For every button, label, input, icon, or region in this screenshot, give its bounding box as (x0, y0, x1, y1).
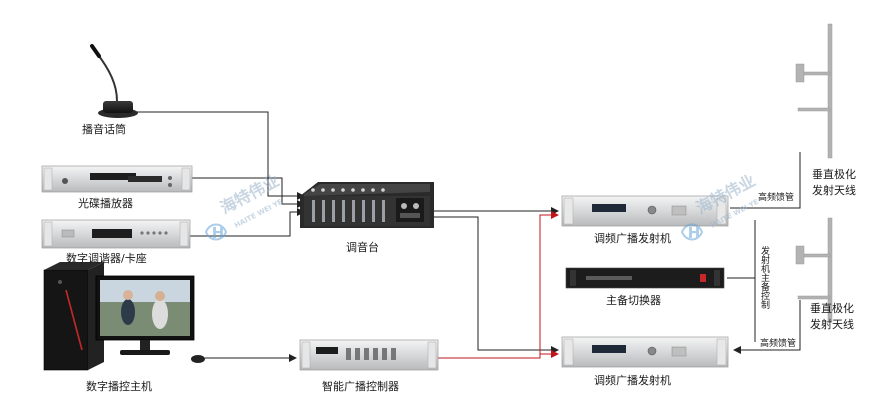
fm-transmitter-top-device (561, 195, 729, 227)
antenna-bottom-line2: 发射天线 (810, 318, 854, 331)
pc-monitor-device (95, 275, 195, 355)
switcher-device (565, 267, 725, 289)
feeder-bottom-label: 高频馈管 (760, 339, 797, 349)
antenna-bottom-device (795, 217, 833, 323)
watermark-logo-left: H 海特伟业 HAITE WEI YE (204, 171, 284, 242)
antenna-bottom-line1: 垂直极化 (810, 302, 854, 315)
antenna-top-line2: 发射天线 (812, 184, 856, 197)
mixer-device (300, 182, 434, 228)
svg-text:H: H (212, 224, 225, 242)
feeder-top-label: 高频馈管 (758, 193, 795, 203)
antenna-top-device (795, 23, 833, 159)
microphone-device (90, 44, 138, 118)
signal-wires (130, 111, 801, 362)
tuner-label: 数字调谐器/卡座 (66, 252, 147, 265)
switcher-label: 主备切换器 (606, 294, 661, 307)
fm-transmitter-top-label: 调频广播发射机 (594, 232, 671, 245)
microphone-label: 播音话筒 (82, 123, 126, 136)
svg-text:H: H (688, 224, 701, 242)
pc-tower-device (43, 262, 104, 371)
switch-control-label: 发射机主备控制 (759, 246, 769, 309)
antenna-bottom-caption: 垂直极化 发射天线 (810, 300, 854, 332)
cd-player-device (41, 165, 193, 193)
tuner-device (41, 219, 191, 249)
controller-label: 智能广播控制器 (322, 380, 399, 393)
pc-label: 数字播控主机 (86, 380, 152, 393)
antenna-top-caption: 垂直极化 发射天线 (812, 166, 856, 198)
fm-transmitter-bottom-label: 调频广播发射机 (594, 374, 671, 387)
mouse-device (191, 355, 205, 363)
fm-transmitter-bottom-device (561, 336, 729, 368)
control-wires (438, 211, 559, 359)
mixer-label: 调音台 (346, 241, 379, 254)
controller-device (299, 339, 439, 371)
cd-player-label: 光碟播放器 (78, 197, 133, 210)
antenna-top-line1: 垂直极化 (812, 168, 856, 181)
